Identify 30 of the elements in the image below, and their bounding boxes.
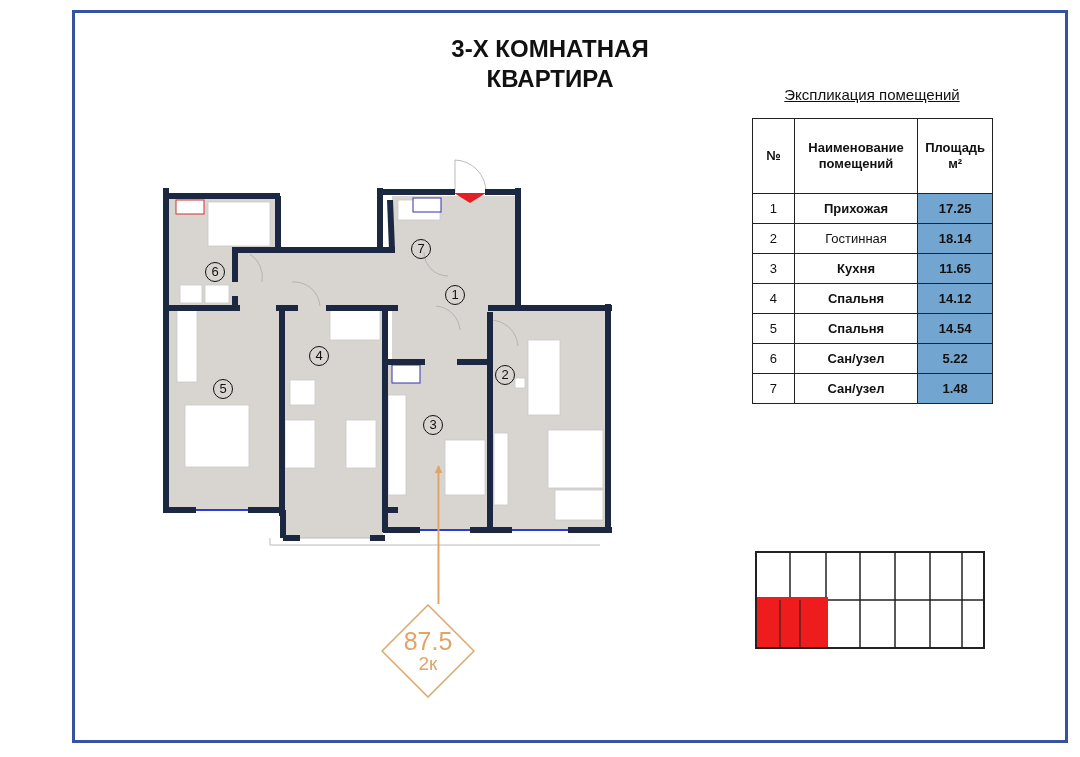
row-number: 4 [752,283,795,314]
area-value: 1.48 [917,373,993,404]
row-number: 1 [752,193,795,224]
column-header: Наименование помещений [794,118,918,194]
room-name: Прихожая [794,193,918,224]
table-title: Экспликация помещений [783,86,961,103]
room-name: Спальня [794,283,918,314]
column-header: № [752,118,795,194]
room-name: Сан/узел [794,343,918,374]
area-value: 17.25 [917,193,993,224]
area-diamond [381,604,475,698]
area-value: 11.65 [917,253,993,284]
row-number: 2 [752,223,795,254]
column-header: Площадь м² [917,118,993,194]
row-number: 6 [752,343,795,374]
title: 3-Х КОМНАТНАЯ КВАРТИРА [450,34,650,94]
area-value: 18.14 [917,223,993,254]
row-number: 3 [752,253,795,284]
room-name: Спальня [794,313,918,344]
room-name: Сан/узел [794,373,918,404]
area-value: 14.12 [917,283,993,314]
room-name: Гостинная [794,223,918,254]
apartment-type: 2к [418,654,438,674]
row-number: 7 [752,373,795,404]
leader-line [434,465,443,605]
row-number: 5 [752,313,795,344]
room-name: Кухня [794,253,918,284]
area-value: 5.22 [917,343,993,374]
area-value: 87.5 [403,628,453,654]
area-value: 14.54 [917,313,993,344]
